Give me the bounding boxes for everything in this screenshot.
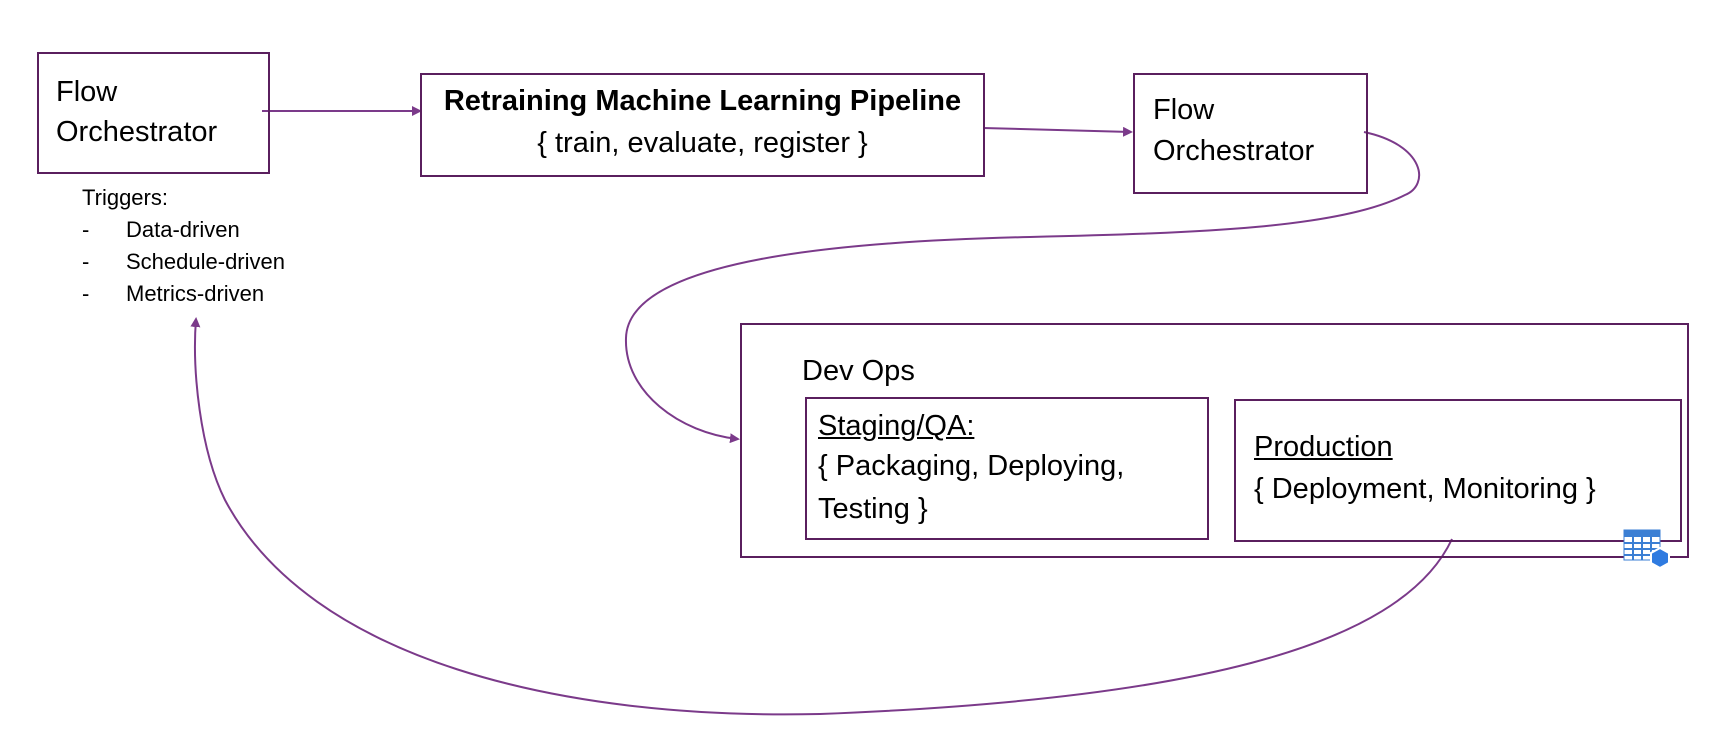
trigger-label: Metrics-driven [126,281,265,306]
arrow-pipeline-to-orchestrator [982,126,1133,137]
table-hexagon-icon [1623,529,1670,570]
trigger-dash: - [82,249,90,274]
trigger-item: - Metrics-driven [82,278,285,310]
flow-orchestrator-right-line2: Orchestrator [1153,135,1315,167]
flow-orchestrator-left-line2: Orchestrator [56,116,218,148]
trigger-dash: - [82,281,90,306]
trigger-dash: - [82,217,90,242]
staging-qa-line1: { Packaging, Deploying, [818,450,1125,482]
pipeline-title: Retraining Machine Learning Pipeline [443,85,962,117]
triggers-heading: Triggers: [82,185,168,210]
trigger-label: Schedule-driven [126,249,285,274]
production-title: Production [1254,431,1393,463]
staging-qa-line2: Testing } [818,493,928,525]
production-box [1234,399,1682,542]
trigger-item: - Data-driven [82,214,285,246]
production-line1: { Deployment, Monitoring } [1254,473,1596,505]
flow-orchestrator-left-box [37,52,270,174]
staging-qa-title: Staging/QA: [818,410,975,442]
devops-title: Dev Ops [802,355,915,387]
trigger-item: - Schedule-driven [82,246,285,278]
pipeline-steps: { train, evaluate, register } [537,127,868,159]
flow-orchestrator-left-line1: Flow [56,76,118,108]
devops-container [740,323,1689,558]
staging-qa-box [805,397,1209,540]
flow-orchestrator-right-line1: Flow [1153,94,1215,126]
flow-orchestrator-right-box [1133,73,1368,194]
retraining-pipeline-box [420,73,985,177]
triggers-list: - Data-driven - Schedule-driven - Metric… [82,214,285,310]
trigger-label: Data-driven [126,217,240,242]
